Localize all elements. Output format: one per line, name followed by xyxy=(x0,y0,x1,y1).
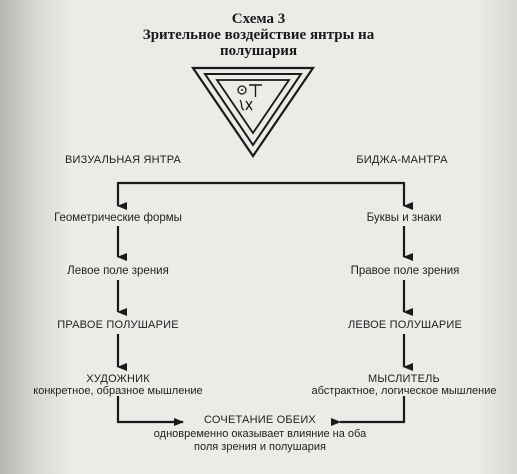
page-edge-shadow xyxy=(477,0,517,474)
scheme-title-line2: полушария xyxy=(219,43,298,59)
scheme-title-line1: Зрительное воздействие янтры на xyxy=(142,27,375,43)
left-step-geometric-forms: Геометрические формы xyxy=(54,212,182,224)
page-gutter-shadow xyxy=(0,0,70,474)
scheme-number: Схема 3 xyxy=(231,11,286,27)
right-step-left-hemisphere: ЛЕВОЕ ПОЛУШАРИЕ xyxy=(347,319,463,331)
arrow-right-to-result xyxy=(331,396,406,426)
result-title: СОЧЕТАНИЕ ОБЕИХ xyxy=(204,414,316,426)
left-step-right-hemisphere: ПРАВОЕ ПОЛУШАРИЕ xyxy=(57,319,179,331)
left-step-left-visual-field: Левое поле зрения xyxy=(67,265,169,277)
right-step-thinker-desc: абстрактное, логическое мышление xyxy=(311,385,497,397)
result-line2: поля зрения и полушария xyxy=(194,441,326,453)
right-step-letters-signs: Буквы и знаки xyxy=(366,212,442,224)
right-header-bija-mantra: БИДЖА-МАНТРА xyxy=(356,154,448,166)
left-step-artist-title: ХУДОЖНИК xyxy=(86,373,150,385)
yantra-triangle-icon xyxy=(190,66,316,158)
left-header-visual-yantra: ВИЗУАЛЬНАЯ ЯНТРА xyxy=(64,154,182,166)
result-line1: одновременно оказывает влияние на оба xyxy=(153,428,367,440)
right-step-thinker-title: МЫСЛИТЕЛЬ xyxy=(368,373,440,385)
left-step-artist-desc: конкретное, образное мышление xyxy=(33,385,203,397)
arrow-left-to-result xyxy=(116,396,184,426)
right-step-right-visual-field: Правое поле зрения xyxy=(350,265,460,277)
